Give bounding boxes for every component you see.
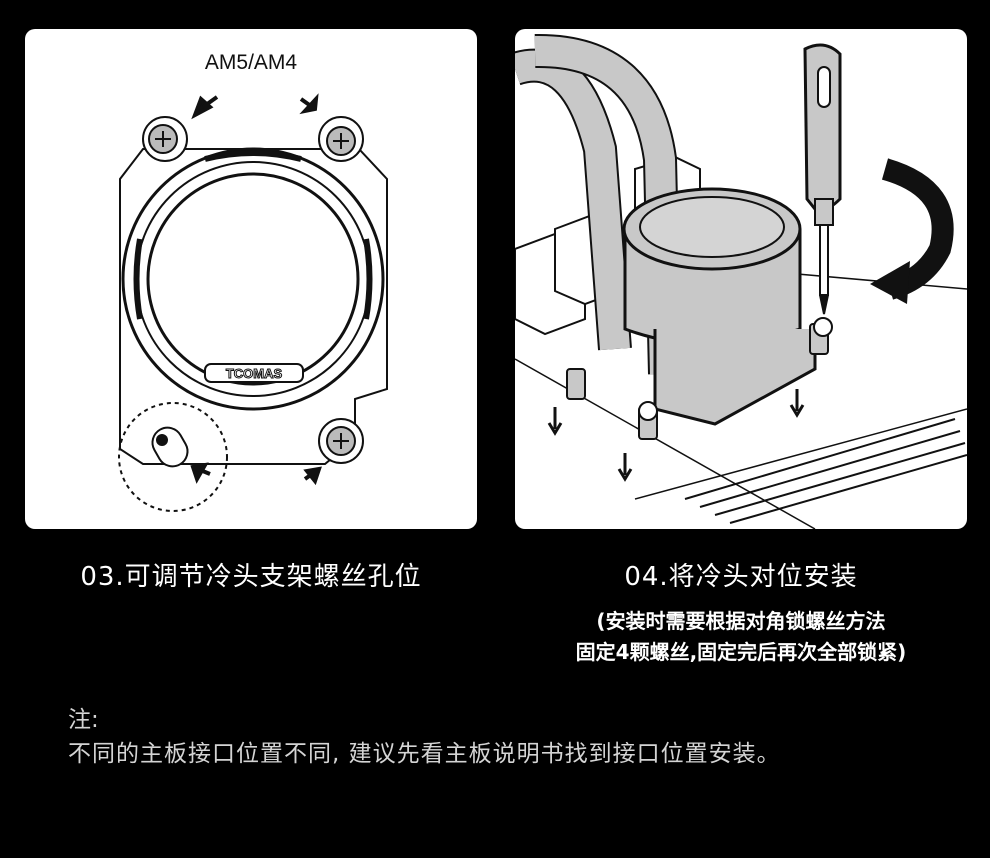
step4-title: 04.将冷头对位安装 [624, 562, 858, 592]
arrow-icon-bottom-left [190, 462, 211, 484]
step3-title: 03.可调节冷头支架螺丝孔位 [80, 562, 422, 592]
ram-slots [684, 418, 967, 524]
install-illustration-panel [515, 29, 967, 529]
arrow-icon-top-left [191, 95, 219, 120]
pump-head [622, 187, 817, 426]
screw-icon-top-left [148, 124, 178, 154]
rotate-arrow-icon [881, 158, 954, 300]
screw-icon-bottom-right [326, 426, 356, 456]
arrow-icon-down-2 [617, 453, 633, 482]
arrow-icon-down-3 [789, 389, 805, 418]
arrow-icon-bottom-right [303, 466, 322, 486]
arrow-icon-top-right [299, 93, 319, 115]
screw-icon-top-right [326, 126, 356, 156]
note-label: 注: [68, 707, 99, 733]
step4-subtitle-line2: 固定4颗螺丝,固定完后再次全部锁紧) [575, 640, 907, 664]
socket-label: AM5/AM4 [204, 51, 298, 74]
cold-plate-ring-outer [121, 147, 385, 411]
arrow-icon-down-1 [547, 407, 563, 436]
adjustable-hole-dot [156, 434, 168, 446]
mounting-bracket-drawing: TCOMAS [118, 93, 388, 512]
screwdriver-icon [803, 43, 842, 315]
note-text: 不同的主板接口位置不同, 建议先看主板说明书找到接口位置安装。 [68, 741, 781, 767]
brand-plate [204, 363, 304, 383]
brand-plate-text: TCOMAS [226, 366, 283, 381]
cooler-install-drawing [515, 33, 967, 529]
cold-plate-ring-inner [146, 172, 360, 386]
bracket-illustration-panel: TCOMAS AM5/AM4 [25, 29, 477, 529]
adjustable-hole-highlight [118, 402, 228, 512]
screw-head-icon [813, 317, 833, 337]
step4-subtitle-line1: (安装时需要根据对角锁螺丝方法 [596, 609, 886, 633]
